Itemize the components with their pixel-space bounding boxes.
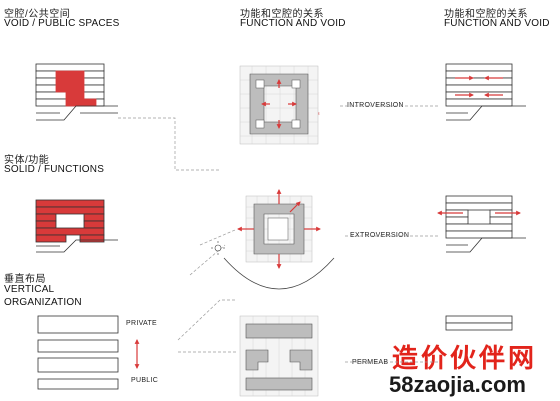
extroversion-plan xyxy=(211,189,335,290)
solid-title-en: SOLID / FUNCTIONS xyxy=(4,164,105,175)
stack-level-parking xyxy=(37,378,119,390)
watermark-cn: 造价伙伴网 xyxy=(392,344,538,374)
solid-title-zh: 实体/功能 xyxy=(4,155,50,166)
extroversion-section xyxy=(437,195,526,253)
watermark-url: 58zaojia.com xyxy=(389,372,526,397)
permeability-section xyxy=(445,315,513,331)
relation-title-en: FUNCTION AND VOID xyxy=(240,18,346,29)
public-label: PUBLIC xyxy=(131,377,159,384)
section-title-en: FUNCTION AND VOID xyxy=(444,18,550,29)
vertical-title-zh: 垂直布局 xyxy=(4,274,46,285)
permeability-plan xyxy=(239,315,319,397)
stack-level-library xyxy=(37,339,119,353)
vertical-stack xyxy=(37,315,119,390)
section-title-zh: 功能和空腔的关系 xyxy=(444,9,528,20)
introversion-section xyxy=(445,63,526,121)
dashed-connectors xyxy=(118,105,440,363)
sun-icon xyxy=(211,241,225,255)
introversion-plan xyxy=(239,65,319,145)
introversion-label: INTROVERSION xyxy=(347,102,404,109)
extroversion-label: EXTROVERSION xyxy=(350,232,410,239)
permeability-label: PERMEAB xyxy=(352,359,389,366)
relation-title-zh: 功能和空腔的关系 xyxy=(240,9,324,20)
solid-section xyxy=(35,199,118,253)
void-title-en: VOID / PUBLIC SPACES xyxy=(4,18,120,29)
vertical-title-en-1: VERTICAL xyxy=(4,284,55,295)
stack-level-discussion xyxy=(37,357,119,373)
stack-level-teachers xyxy=(37,315,119,334)
void-title-zh: 空腔/公共空间 xyxy=(4,9,71,20)
void-section xyxy=(35,63,118,121)
vertical-title-en-2: ORGANIZATION xyxy=(4,297,82,308)
private-label: PRIVATE xyxy=(126,320,158,327)
